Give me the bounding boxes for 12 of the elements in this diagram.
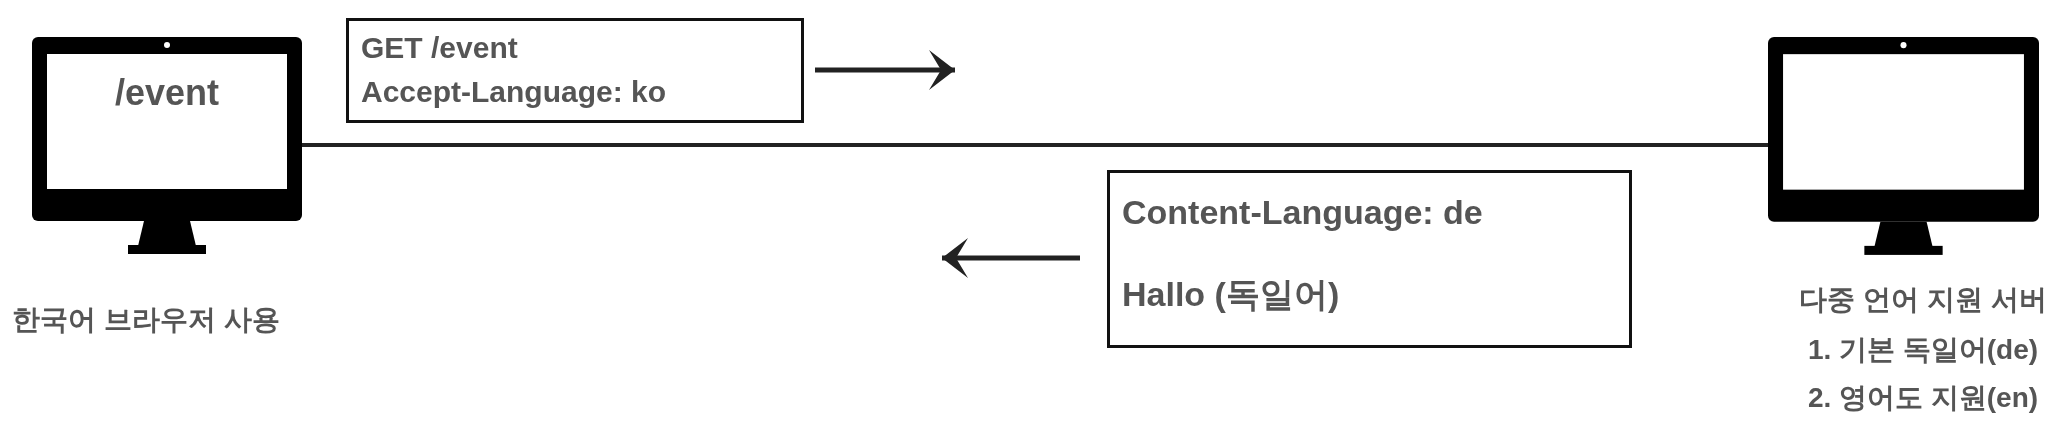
screen-text: /event [113,75,220,111]
node-label: 1. 기본 독일어(de) [1806,336,2040,364]
node-label: 한국어 브라우저 사용 [12,306,280,334]
message-text: Content-Language: de [1122,195,1483,229]
node-label: 다중 언어 지원 서버 [1798,286,2048,314]
message-text: Hallo (독일어) [1122,277,1340,311]
connector-line [302,143,1768,147]
message-box [346,18,804,123]
message-box [1107,170,1632,348]
message-text: GET /event [361,33,518,63]
node-label: 2. 영어도 지원(en) [1806,384,2040,412]
message-text: Accept-Language: ko [361,77,667,107]
